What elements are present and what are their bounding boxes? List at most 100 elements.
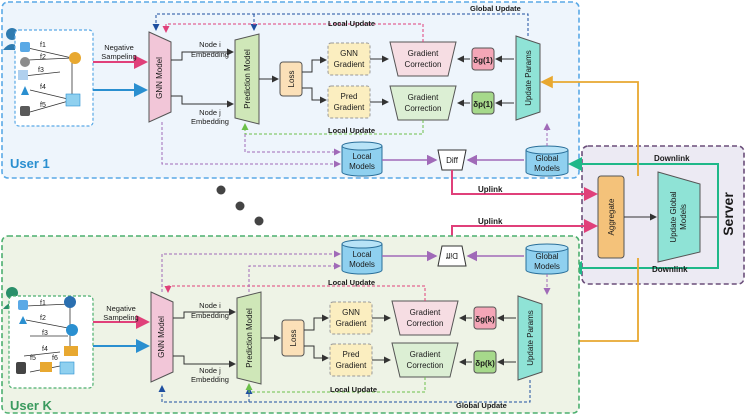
uplink-top-label: Uplink bbox=[478, 185, 503, 194]
uplink-bottom-label: Uplink bbox=[478, 217, 503, 226]
ellipsis-dots bbox=[216, 185, 264, 226]
user1-panel: User 1 f1 f2 f3 f4 f5 bbox=[1, 1, 580, 179]
user1-graph-label-4: f4 bbox=[40, 84, 46, 91]
userk-gc-pred-line1: Gradient bbox=[410, 350, 441, 359]
userk-local-update-top: Local Update bbox=[328, 278, 375, 287]
userk-gradient-correction-pred bbox=[391, 342, 459, 378]
server-panel: Server Aggregate Update Global Models bbox=[581, 145, 745, 285]
aggregate-label: Aggregate bbox=[607, 198, 616, 235]
userk-panel: User K f1 f2 f3 f4 f5 bbox=[1, 235, 580, 414]
userk-update-params-label: Update Params bbox=[526, 310, 535, 366]
userk-gnn-gradient-line1: GNN bbox=[342, 308, 360, 317]
userk-update-params bbox=[517, 295, 543, 381]
userk-delta-g-label: δg(k) bbox=[475, 315, 495, 324]
userk-gc-gnn-line1: Gradient bbox=[410, 308, 441, 317]
userk-gradient-correction-gnn bbox=[391, 300, 459, 336]
userk-local-update-bottom: Local Update bbox=[330, 385, 377, 394]
userk-prediction-model bbox=[236, 291, 262, 385]
user1-gc-gnn-line2: Correction bbox=[405, 60, 442, 69]
userk-graph-label-4: f4 bbox=[42, 346, 48, 353]
update-global-line1: Update Global bbox=[669, 191, 678, 242]
user1-gnn-gradient-line1: GNN bbox=[340, 49, 358, 58]
user1-gc-gnn-line1: Gradient bbox=[408, 49, 439, 58]
user1-node-j-embedding: Embedding bbox=[191, 117, 229, 126]
userk-graph-node-icons bbox=[16, 296, 78, 375]
userk-gnn-model bbox=[150, 291, 174, 383]
userk-pred-gradient-line2: Gradient bbox=[336, 361, 367, 370]
userk-node-j-label: Node j bbox=[199, 366, 221, 375]
userk-graph-label-5: f5 bbox=[30, 355, 36, 362]
user1-local-models-line2: Models bbox=[349, 162, 375, 171]
user1-graph-edges bbox=[23, 47, 73, 113]
user1-global-update-label: Global Update bbox=[470, 4, 521, 13]
user1-gnn-gradient bbox=[327, 42, 371, 76]
user1-title: User 1 bbox=[10, 156, 50, 171]
user1-pred-gradient-line2: Gradient bbox=[334, 103, 365, 112]
user1-delta-g-label: δg(1) bbox=[473, 56, 493, 65]
userk-node-j-embedding: Embedding bbox=[191, 375, 229, 384]
userk-title: User K bbox=[10, 398, 53, 413]
userk-global-update-label: Global Update bbox=[456, 401, 507, 410]
userk-local-models-line1: Local bbox=[352, 250, 371, 259]
user1-node-i-embedding: Embedding bbox=[191, 50, 229, 59]
userk-local-models-line2: Models bbox=[349, 260, 375, 269]
user1-local-update-top: Local Update bbox=[328, 19, 375, 28]
update-global-line2: Models bbox=[679, 204, 688, 230]
userk-diff-label: Diff bbox=[445, 251, 458, 260]
server-title: Server bbox=[720, 192, 736, 236]
update-global-models-box bbox=[657, 171, 701, 263]
user1-gnn-model-label: GNN Model bbox=[155, 57, 164, 99]
userk-local-models bbox=[341, 239, 383, 275]
user1-graph-node-icons bbox=[18, 42, 81, 116]
uplink-top-arrow bbox=[451, 170, 598, 201]
user1-gnn-gradient-line2: Gradient bbox=[334, 60, 365, 69]
user1-diff-label: Diff bbox=[446, 156, 459, 165]
userk-delta-p bbox=[473, 350, 497, 374]
user1-sampeling-label: Sampeling bbox=[101, 52, 136, 61]
userk-node-i-label: Node i bbox=[199, 301, 221, 310]
user1-loss-label: Loss bbox=[287, 71, 296, 88]
user1-update-params-feed bbox=[540, 75, 639, 176]
userk-gc-pred-line2: Correction bbox=[407, 361, 444, 370]
user1-gc-pred-line1: Gradient bbox=[408, 93, 439, 102]
user1-pred-gradient bbox=[327, 85, 371, 119]
user1-prediction-model bbox=[234, 33, 260, 125]
user1-local-models bbox=[341, 141, 383, 177]
userk-delta-p-label: δp(k) bbox=[475, 359, 495, 368]
userk-gc-gnn-line2: Correction bbox=[407, 319, 444, 328]
user1-graph-label-3: f3 bbox=[38, 67, 44, 74]
userk-loss-label: Loss bbox=[289, 330, 298, 347]
userk-global-models-line2: Models bbox=[534, 262, 560, 271]
userk-graph-label-2: f2 bbox=[40, 315, 46, 322]
user1-pred-gradient-line1: Pred bbox=[341, 92, 358, 101]
userk-delta-g bbox=[473, 306, 497, 330]
user1-delta-g bbox=[471, 47, 495, 71]
userk-graph-label-3: f3 bbox=[42, 330, 48, 337]
user1-graph-label-2: f2 bbox=[40, 54, 46, 61]
user1-delta-p bbox=[471, 91, 495, 115]
user1-global-models-line2: Models bbox=[534, 164, 560, 173]
userk-pred-gradient-line1: Pred bbox=[343, 350, 360, 359]
user1-diff bbox=[437, 149, 467, 171]
userk-node-i-embedding: Embedding bbox=[191, 311, 229, 320]
user1-global-models bbox=[525, 145, 569, 177]
userk-prediction-model-label: Prediction Model bbox=[245, 308, 254, 368]
downlink-bottom-arrow bbox=[568, 217, 719, 275]
userk-negative-label: Negative bbox=[106, 304, 136, 313]
user1-gc-pred-line2: Correction bbox=[405, 104, 442, 113]
user1-prediction-model-label: Prediction Model bbox=[243, 49, 252, 109]
userk-pred-gradient bbox=[329, 343, 373, 377]
user1-global-models-line1: Global bbox=[535, 154, 558, 163]
user1-graph-label-1: f1 bbox=[40, 42, 46, 49]
downlink-top-arrow bbox=[568, 157, 719, 217]
userk-graph-label-6: f6 bbox=[52, 355, 58, 362]
user1-loss bbox=[279, 61, 303, 97]
user1-node-j-label: Node j bbox=[199, 108, 221, 117]
user1-gradient-correction-pred bbox=[389, 85, 457, 121]
user1-local-models-line1: Local bbox=[352, 152, 371, 161]
user1-gradient-correction-gnn bbox=[389, 41, 457, 77]
userk-diff bbox=[437, 245, 467, 267]
userk-global-models-line1: Global bbox=[535, 252, 558, 261]
user1-delta-p-label: δp(1) bbox=[473, 100, 493, 109]
